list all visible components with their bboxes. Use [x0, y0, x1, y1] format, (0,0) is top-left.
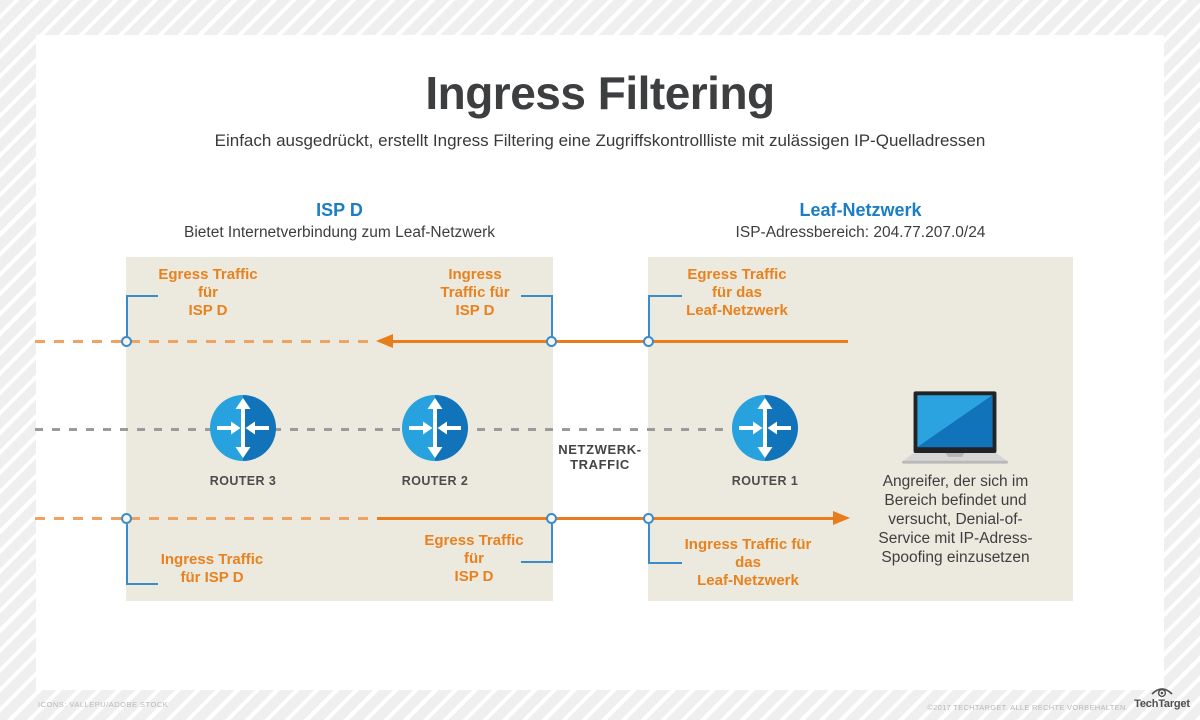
node-icon — [121, 513, 132, 524]
bottom-arrowhead-right-icon — [833, 511, 850, 525]
node-icon — [546, 336, 557, 347]
label-egress-isp-top: Egress Traffic für ISP D — [158, 266, 258, 319]
router2-label: ROUTER 2 — [401, 474, 469, 488]
router3-label: ROUTER 3 — [209, 474, 277, 488]
bracket-top-right — [648, 295, 682, 337]
label-egress-isp-bottom: Egress Traffic für ISP D — [424, 532, 524, 585]
router-icon — [732, 395, 798, 461]
label-ingress-isp-bottom: Ingress Traffic für ISP D — [160, 551, 264, 586]
node-icon — [643, 336, 654, 347]
bracket-bottom-right — [648, 524, 682, 564]
copyright-text: ©2017 TECHTARGET. ALLE RECHTE VORBEHALTE… — [927, 703, 1128, 712]
section-header-leaf: Leaf-Netzwerk ISP-Adressbereich: 204.77.… — [648, 200, 1073, 242]
isp-subtitle: Bietet Internetverbindung zum Leaf-Netzw… — [183, 224, 496, 241]
bottom-solid-line — [377, 517, 834, 520]
node-icon — [121, 336, 132, 347]
techtarget-logo: TechTarget — [1131, 685, 1193, 710]
node-icon — [546, 513, 557, 524]
page-title: Ingress Filtering — [425, 67, 775, 119]
bracket-bottom-mid — [521, 524, 553, 563]
icons-credit: ICONS: VALLEPU/ADOBE STOCK — [38, 700, 169, 709]
router1-label: ROUTER 1 — [731, 474, 799, 488]
node-icon — [643, 513, 654, 524]
techtarget-wordmark: TechTarget — [1134, 698, 1190, 710]
top-solid-line — [391, 340, 848, 343]
bracket-bottom-left — [126, 524, 158, 585]
laptop-icon — [902, 391, 1008, 464]
label-egress-leaf: Egress Traffic für das Leaf-Netzwerk — [686, 266, 788, 319]
leaf-subtitle: ISP-Adressbereich: 204.77.207.0/24 — [735, 224, 986, 241]
page-subtitle: Einfach ausgedrückt, erstellt Ingress Fi… — [214, 131, 986, 150]
top-dashed-line — [35, 340, 375, 343]
attacker-description: Angreifer, der sich im Bereich befindet … — [878, 473, 1033, 566]
router-icon — [210, 395, 276, 461]
network-traffic-label: NETZWERK- TRAFFIC — [558, 442, 642, 472]
leaf-title: Leaf-Netzwerk — [799, 200, 922, 220]
bracket-top-left — [126, 295, 158, 337]
label-ingress-leaf: Ingress Traffic für das Leaf-Netzwerk — [684, 536, 812, 589]
bottom-dashed-line — [35, 517, 375, 520]
techtarget-eye-icon — [1151, 688, 1173, 698]
section-header-isp: ISP D Bietet Internetverbindung zum Leaf… — [126, 200, 553, 242]
network-dashed-line — [35, 428, 765, 431]
top-arrowhead-left-icon — [376, 334, 393, 348]
bracket-top-mid — [521, 295, 553, 337]
isp-title: ISP D — [316, 200, 363, 220]
label-ingress-isp-top: Ingress Traffic für ISP D — [440, 266, 510, 319]
router-icon — [402, 395, 468, 461]
